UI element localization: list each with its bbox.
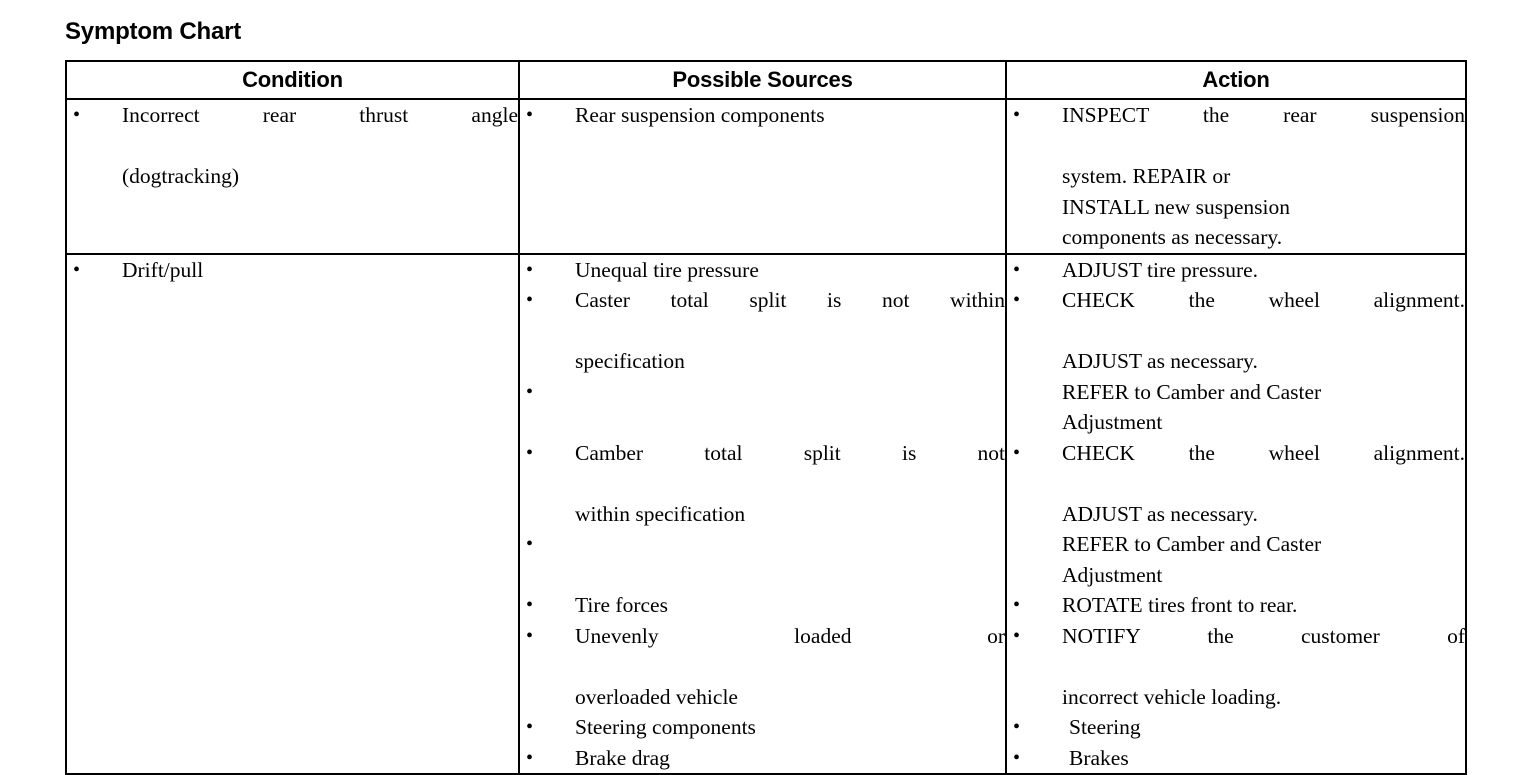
list-spacer	[520, 529, 1005, 590]
bullet-list-condition: Drift/pull	[67, 255, 518, 286]
list-item: Unequal tire pressure	[520, 255, 1005, 286]
list-item: Unevenly loaded or overloaded vehicle	[520, 621, 1005, 713]
list-item-continuation: ADJUST as necessary.	[1062, 349, 1258, 373]
list-item-text: Rear suspension components	[575, 103, 825, 127]
cell-condition: Drift/pull	[65, 252, 520, 775]
list-item: Incorrect rear thrust angle (dogtracking)	[67, 100, 518, 192]
list-item-text: INSPECT the rear suspension	[1062, 103, 1465, 127]
list-item: Brake drag	[520, 743, 1005, 774]
list-item-text: Tire forces	[575, 593, 668, 617]
list-item-continuation: INSTALL new suspension	[1062, 194, 1290, 219]
bullet-list-action: INSPECT the rear suspension system. REPAI…	[1007, 100, 1465, 253]
list-item-continuation: system. REPAIR or	[1062, 164, 1231, 188]
list-item-continuation: overloaded vehicle	[575, 684, 738, 709]
list-item: Steering	[1007, 712, 1465, 743]
list-item-text: Caster total split is not within	[575, 288, 1005, 312]
list-item: Tire forces	[520, 590, 1005, 621]
bullet-list-possible-sources: Unequal tire pressureCaster total split …	[520, 255, 1005, 774]
column-header-action: Action	[1005, 60, 1467, 100]
list-item-text: Drift/pull	[122, 257, 204, 282]
list-item-continuation: Adjustment	[1062, 562, 1163, 587]
list-item-continuation: (dogtracking)	[122, 164, 240, 188]
list-item-text: NOTIFY the customer of	[1062, 623, 1465, 648]
bullet-list-condition: Incorrect rear thrust angle (dogtracking)	[67, 100, 518, 192]
cell-action: ADJUST tire pressure. CHECK the wheel ali…	[1005, 252, 1467, 775]
bullet-list-action: ADJUST tire pressure. CHECK the wheel ali…	[1007, 255, 1465, 774]
cell-condition: Incorrect rear thrust angle (dogtracking)	[65, 98, 520, 255]
list-item-text: Camber total split is not	[575, 440, 1005, 465]
list-item-continuation: ADJUST as necessary.	[1062, 501, 1258, 526]
list-item-continuation: within specification	[575, 501, 746, 526]
list-item: Steering components	[520, 712, 1005, 743]
list-item: ADJUST tire pressure.	[1007, 255, 1465, 286]
table-row: Incorrect rear thrust angle (dogtracking)…	[65, 98, 1467, 255]
column-header-condition: Condition	[65, 60, 520, 100]
list-spacer	[520, 377, 1005, 438]
bullet-list-possible-sources: Rear suspension components	[520, 100, 1005, 131]
list-item: ROTATE tires front to rear.	[1007, 590, 1465, 621]
list-item-text: Steering	[1069, 715, 1141, 739]
list-item-continuation: incorrect vehicle loading.	[1062, 684, 1282, 709]
list-item: Camber total split is not within specific…	[520, 438, 1005, 530]
list-item-continuation: specification	[575, 349, 685, 373]
list-item: CHECK the wheel alignment. ADJUST as nece…	[1007, 438, 1465, 591]
column-header-possible-sources: Possible Sources	[518, 60, 1007, 100]
header-row: Condition Possible Sources Action	[65, 60, 1467, 100]
list-item-text: Unevenly loaded or	[575, 623, 1005, 648]
table-header: Condition Possible Sources Action	[65, 60, 1467, 100]
list-item: Brakes	[1007, 743, 1465, 774]
list-item-text: Brake drag	[575, 745, 670, 770]
symptom-chart-table: Condition Possible Sources Action Incorr…	[65, 60, 1467, 775]
list-item-continuation: Adjustment	[1062, 410, 1163, 434]
list-item: INSPECT the rear suspension system. REPAI…	[1007, 100, 1465, 253]
list-item-text: ROTATE tires front to rear.	[1062, 593, 1298, 617]
page-title: Symptom Chart	[65, 18, 242, 45]
list-item-text: ADJUST tire pressure.	[1062, 257, 1259, 282]
list-item-text: CHECK the wheel alignment.	[1062, 288, 1465, 312]
list-item: NOTIFY the customer of incorrect vehicle …	[1007, 621, 1465, 713]
list-item-continuation: REFER to Camber and Caster	[1062, 532, 1322, 556]
list-item-continuation: components as necessary.	[1062, 225, 1283, 249]
list-item: Rear suspension components	[520, 100, 1005, 131]
list-item: Caster total split is not within specific…	[520, 285, 1005, 377]
table-body: Incorrect rear thrust angle (dogtracking)…	[65, 98, 1467, 775]
list-item-text: Steering components	[575, 715, 756, 739]
cell-action: INSPECT the rear suspension system. REPAI…	[1005, 98, 1467, 255]
list-item-text: Brakes	[1069, 745, 1129, 770]
list-item-text: CHECK the wheel alignment.	[1062, 440, 1465, 465]
list-item-continuation: REFER to Camber and Caster	[1062, 379, 1322, 404]
cell-possible-sources: Rear suspension components	[518, 98, 1007, 255]
cell-possible-sources: Unequal tire pressureCaster total split …	[518, 252, 1007, 775]
list-item: CHECK the wheel alignment. ADJUST as nece…	[1007, 285, 1465, 438]
table-row: Drift/pull Unequal tire pressureCaster t…	[65, 252, 1467, 775]
list-item-text: Incorrect rear thrust angle	[122, 103, 518, 127]
list-item-text: Unequal tire pressure	[575, 257, 759, 282]
list-item: Drift/pull	[67, 255, 518, 286]
